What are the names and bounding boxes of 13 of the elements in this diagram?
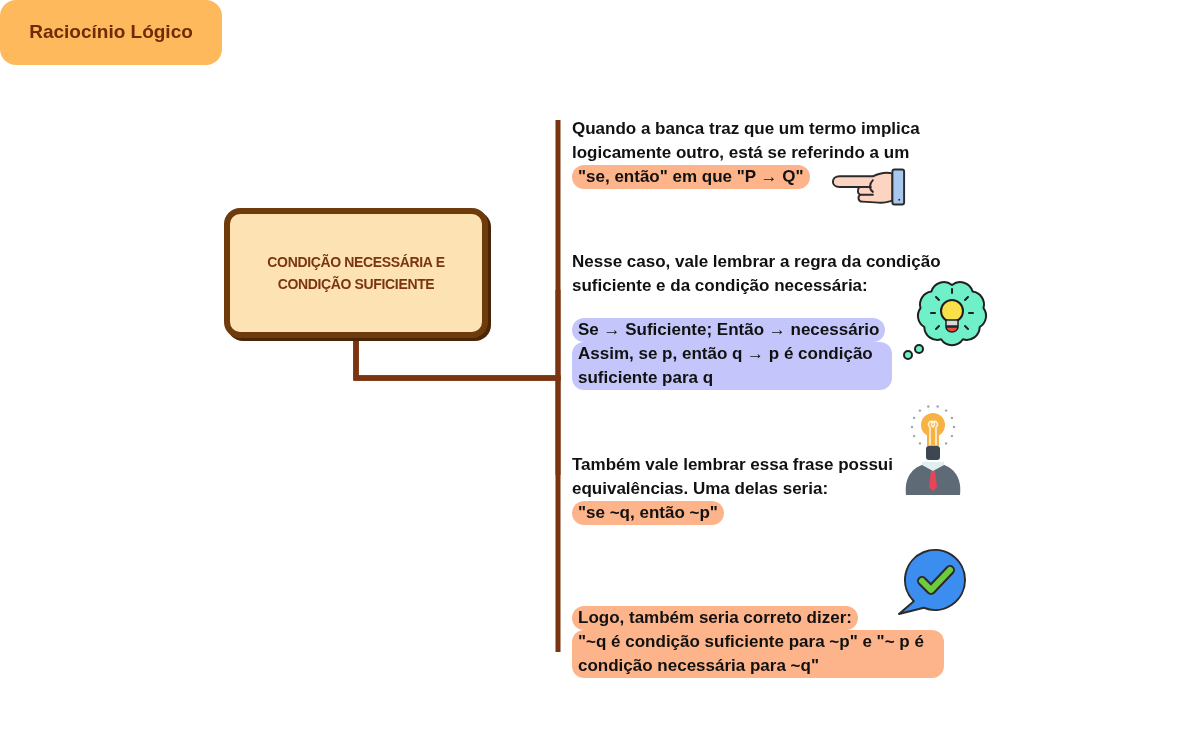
highlighted-note: Assim, se p, então q → p é condição suficiente para q [572, 342, 892, 390]
highlighted-note: "se, então" em que "P → Q" [572, 165, 810, 189]
note-text: Quando a banca traz que um termo implica logicamente outro, está se referindo a um [572, 119, 920, 162]
highlighted-note: "se ~q, então ~p" [572, 501, 724, 525]
topic-box [224, 208, 488, 338]
highlighted-note: Logo, também seria correto dizer: [572, 606, 858, 630]
note-text: Nesse caso, vale lembrar a regra da condição suficiente e da condição necessária: [572, 252, 941, 295]
connector-line [353, 338, 561, 652]
highlighted-note: Se → Suficiente; Então → necessário [572, 318, 886, 342]
highlighted-note: "~q é condição suficiente para ~p" e "~ p é condição necessária para ~q" [572, 630, 944, 678]
note-text: Também vale lembrar essa frase possui equivalências. Uma delas seria: [572, 455, 893, 498]
topic-label: CONDIÇÃO NECESSÁRIA E CONDIÇÃO SUFICIENTE [266, 253, 446, 294]
title-banner: Raciocínio Lógico [0, 0, 222, 65]
